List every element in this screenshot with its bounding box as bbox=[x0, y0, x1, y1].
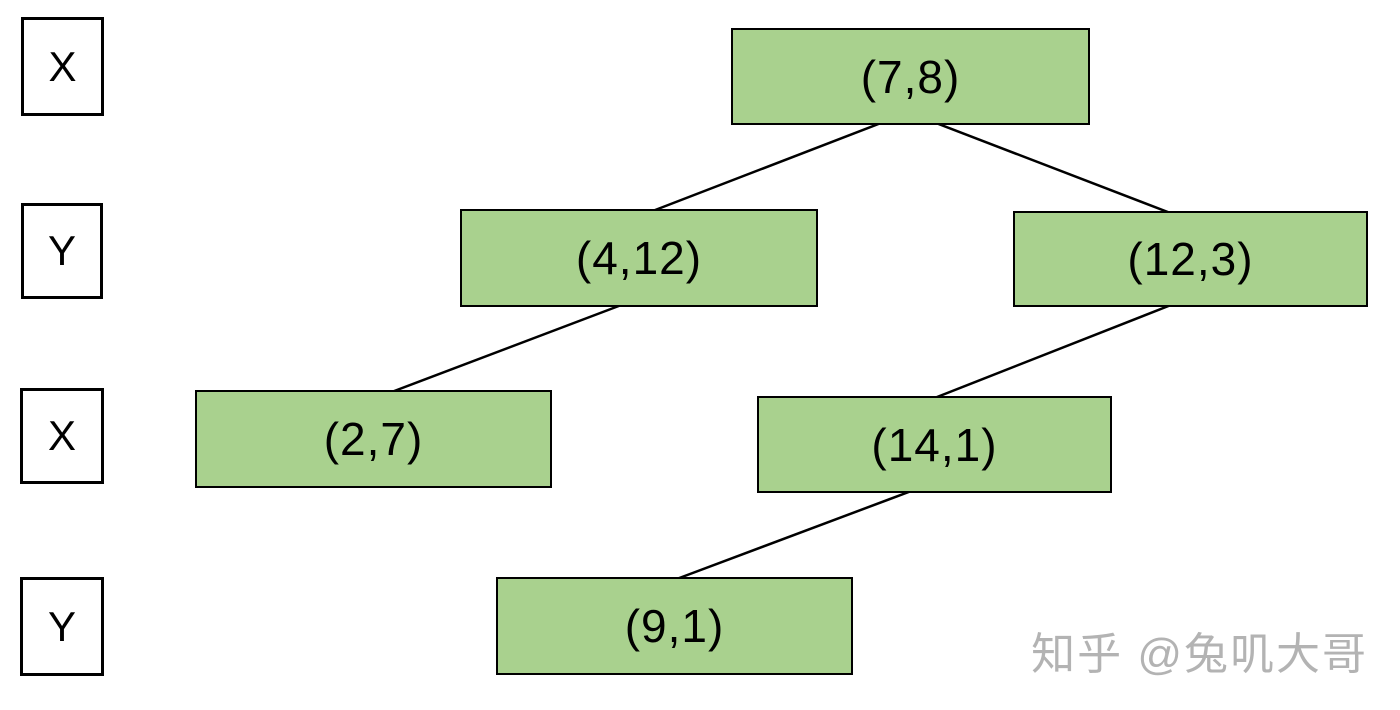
tree-node-9-1: (9,1) bbox=[496, 577, 853, 675]
tree-node-12-3: (12,3) bbox=[1013, 211, 1368, 307]
level-label-x-2: X bbox=[20, 388, 104, 484]
level-label-y-3: Y bbox=[20, 577, 104, 676]
tree-node-7-8: (7,8) bbox=[731, 28, 1090, 125]
level-label-x-0: X bbox=[21, 17, 104, 116]
edge-14-1-to-9-1 bbox=[673, 488, 915, 582]
tree-node-2-7: (2,7) bbox=[195, 390, 552, 488]
edge-12-3-to-14-1 bbox=[931, 303, 1172, 401]
edge-4-12-to-2-7 bbox=[388, 302, 625, 395]
tree-node-4-12: (4,12) bbox=[460, 209, 818, 307]
edge-root-to-12-3 bbox=[935, 121, 1174, 216]
edge-root-to-4-12 bbox=[649, 121, 882, 214]
watermark-text: 知乎 @兔叽大哥 bbox=[1031, 630, 1368, 679]
tree-node-14-1: (14,1) bbox=[757, 396, 1112, 493]
level-label-y-1: Y bbox=[21, 203, 103, 299]
